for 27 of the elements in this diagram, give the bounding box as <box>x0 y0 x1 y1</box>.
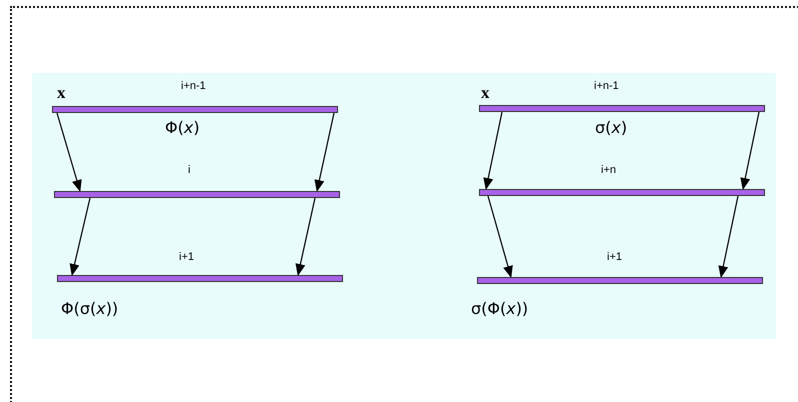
panel-background <box>32 73 776 339</box>
index-label: i+n-1 <box>594 81 619 92</box>
variable-label: x <box>57 84 66 101</box>
formula-label: σ(x) <box>595 120 628 136</box>
arrow <box>56 112 82 192</box>
bar <box>57 275 343 282</box>
arrow <box>740 112 760 190</box>
formula-label: σ(Φ(x)) <box>471 301 528 317</box>
arrow <box>70 198 91 276</box>
index-label: i+n <box>601 165 616 176</box>
bar <box>52 106 338 113</box>
index-label: i+1 <box>179 252 194 263</box>
formula-label: Φ(x) <box>165 120 200 136</box>
index-label: i+1 <box>607 252 622 263</box>
variable-label: x <box>481 84 490 101</box>
bar <box>477 277 763 284</box>
arrow <box>483 112 503 190</box>
arrow <box>487 196 513 278</box>
arrow <box>314 112 335 192</box>
bar <box>479 189 765 196</box>
bar <box>479 105 765 112</box>
index-label: i <box>188 165 190 176</box>
arrow <box>718 196 739 278</box>
formula-label: Φ(σ(x)) <box>61 301 118 317</box>
arrow <box>296 198 316 276</box>
bar <box>54 191 340 198</box>
index-label: i+n-1 <box>181 81 206 92</box>
